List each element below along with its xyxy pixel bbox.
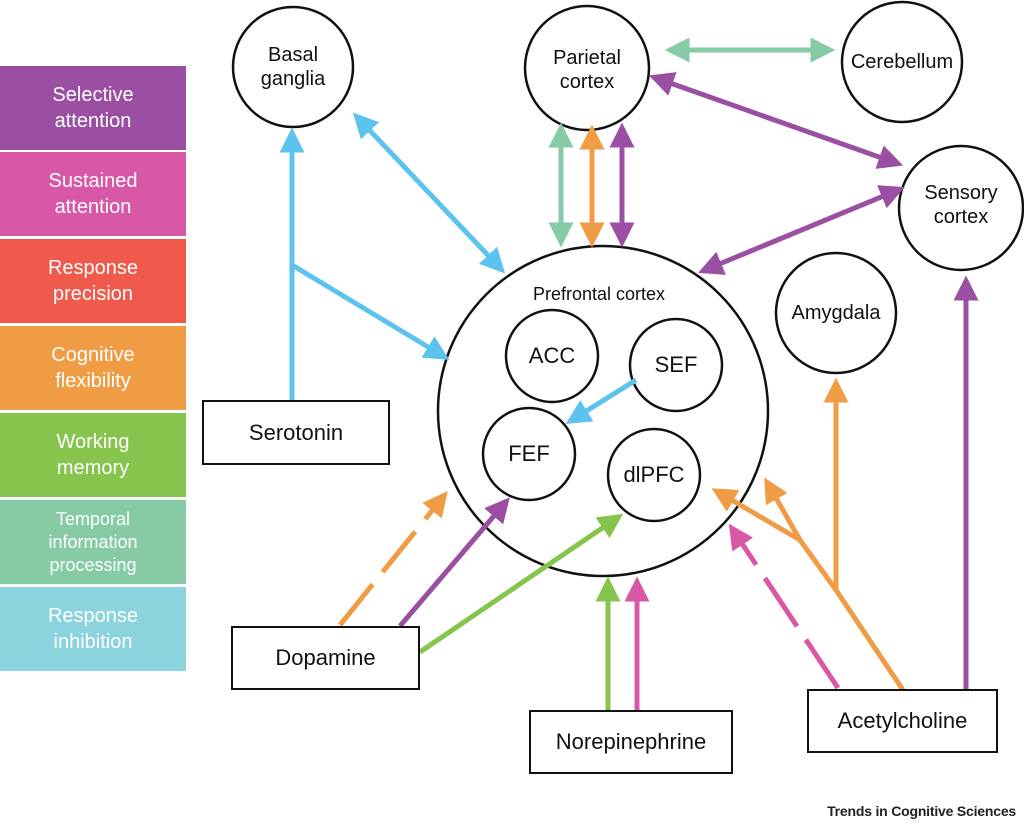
journal-credit: Trends in Cognitive Sciences <box>827 803 1016 819</box>
basal-ganglia-label: Basal ganglia <box>260 44 326 90</box>
arrow-serotonin-prefrontal <box>290 262 450 360</box>
prefrontal-cortex-label: Prefrontal cortex <box>532 284 666 304</box>
acc-node <box>504 308 600 404</box>
arrow-sensory-prefrontal <box>698 185 905 275</box>
legend-working-memory: Working memory <box>0 413 186 497</box>
legend-label: Response precision <box>47 257 139 305</box>
legend-temporal-information-processing: Temporal information processing <box>0 500 186 584</box>
parietal-cortex-label: Parietal cortex <box>553 47 621 93</box>
norepinephrine-label: Norepinephrine <box>555 729 707 754</box>
arrow-acetylcholine-amygdala <box>823 377 906 692</box>
fef-node <box>481 406 577 502</box>
serotonin-box: Serotonin <box>202 400 390 465</box>
fef-label: FEF <box>508 441 550 466</box>
legend-label: Sustained attention <box>48 170 138 218</box>
legend-label: Response inhibition <box>47 605 139 653</box>
legend-response-inhibition: Response inhibition <box>0 587 186 671</box>
acetylcholine-label: Acetylcholine <box>837 708 968 733</box>
acetylcholine-box: Acetylcholine <box>807 689 998 753</box>
arrow-sef-fef <box>565 377 638 424</box>
cerebellum-label: Cerebellum <box>850 51 954 73</box>
sef-node <box>628 317 724 413</box>
arrow-acetylcholine-dlpfc-dashed <box>728 523 841 690</box>
legend-selective-attention: Selective attention <box>0 66 186 150</box>
legend-label: Temporal information processing <box>48 508 138 575</box>
serotonin-label: Serotonin <box>248 419 344 445</box>
arrow-parietal-sensory <box>648 72 904 169</box>
dlpfc-node <box>606 427 702 523</box>
legend-label: Selective attention <box>52 84 134 132</box>
legend-response-precision: Response precision <box>0 239 186 323</box>
arrow-dopamine-dlpfc <box>418 513 624 655</box>
dopamine-box: Dopamine <box>231 626 420 690</box>
arrow-dopamine-fef <box>398 497 510 628</box>
arrow-basal-ganglia-prefrontal <box>352 112 506 274</box>
dlpfc-label: dlPFC <box>623 462 685 487</box>
acc-label: ACC <box>528 343 576 368</box>
legend-sustained-attention: Sustained attention <box>0 152 186 236</box>
legend-label: Working memory <box>56 431 130 479</box>
legend-label: Cognitive flexibility <box>51 344 135 392</box>
basal-ganglia-node <box>231 5 355 129</box>
arrow-dopamine-prefrontal-dashed <box>338 491 448 627</box>
arrow-acetylcholine-prefrontal <box>764 477 803 542</box>
dopamine-label: Dopamine <box>275 645 376 670</box>
legend-cognitive-flexibility: Cognitive flexibility <box>0 326 186 410</box>
norepinephrine-box: Norepinephrine <box>529 710 733 774</box>
sef-label: SEF <box>654 352 698 377</box>
amygdala-label: Amygdala <box>791 302 881 324</box>
sensory-cortex-label: Sensory cortex <box>924 182 998 228</box>
